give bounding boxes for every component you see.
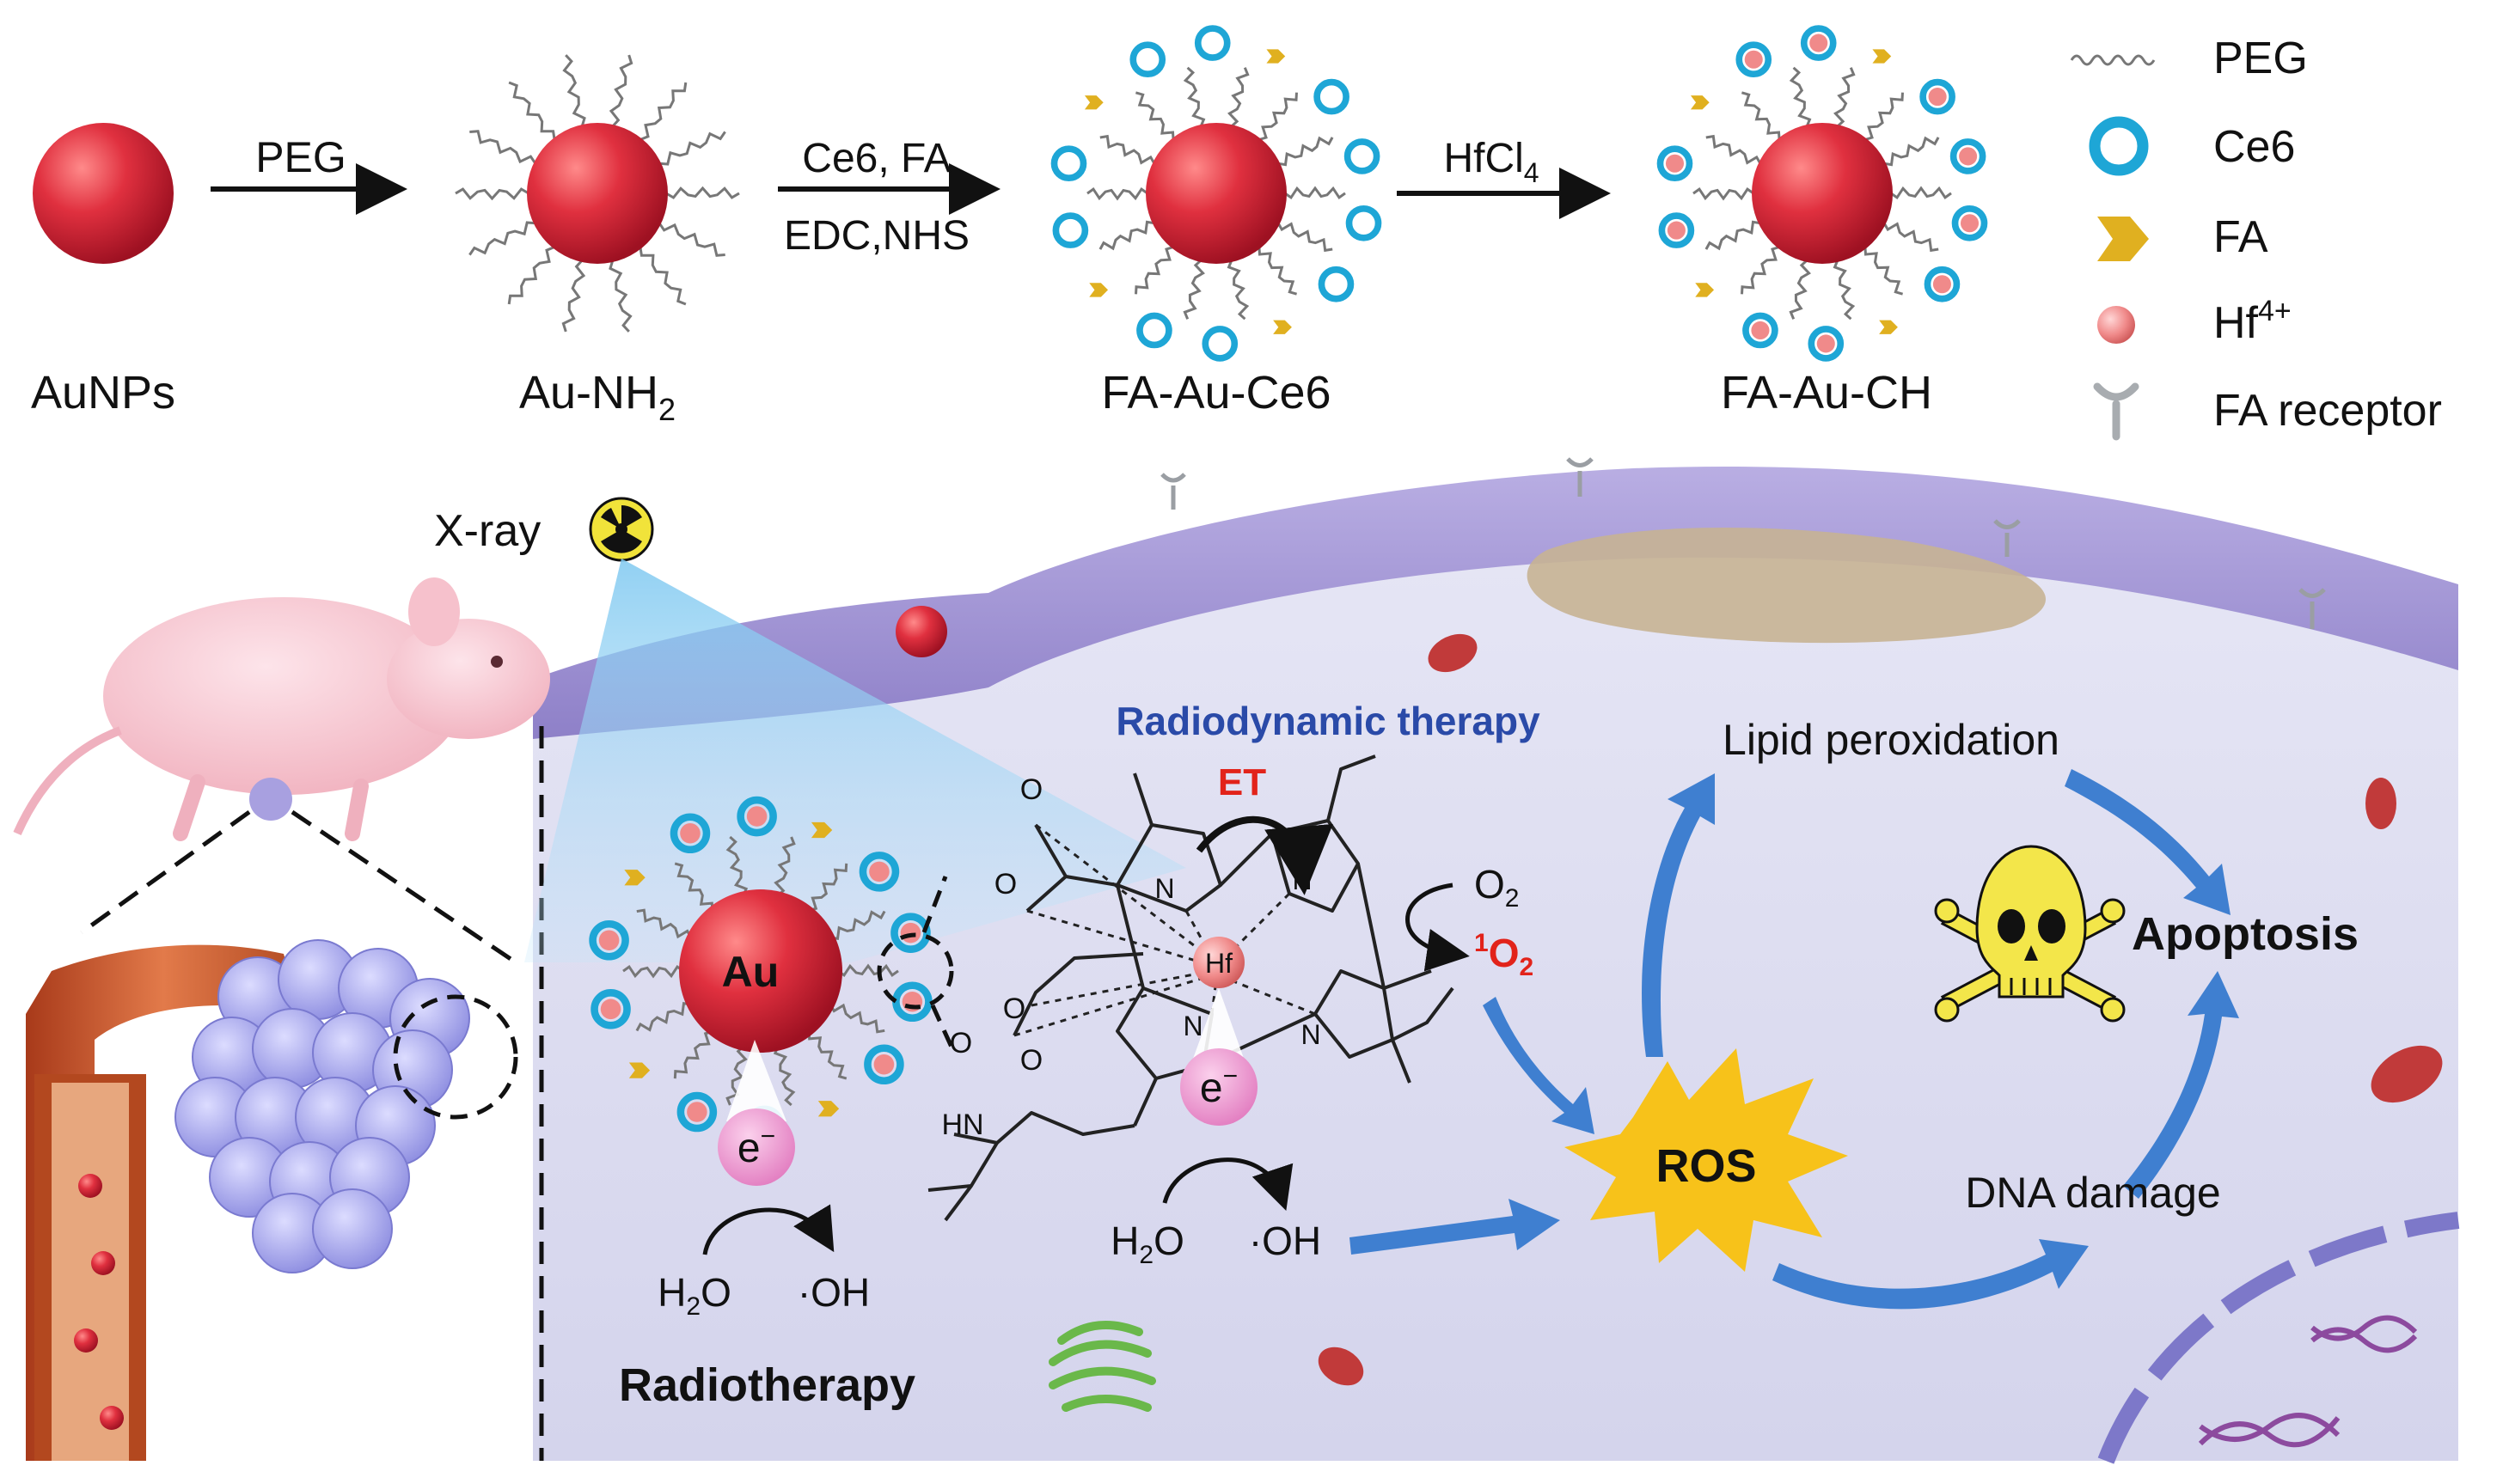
singlet-oxygen-label: 1O2	[1474, 929, 1533, 981]
fa-icon	[2097, 217, 2149, 261]
receptor-legend-icon	[2093, 382, 2139, 441]
arrow-ce6-fa-label-top: Ce6, FA	[802, 136, 951, 181]
ce6-icon	[2089, 116, 2149, 176]
au-emission-beam	[726, 1040, 786, 1121]
svg-text:O: O	[1003, 992, 1025, 1025]
fa-receptor-icon	[1160, 457, 2326, 629]
hf-electron: e−	[1180, 1048, 1258, 1126]
nucleus-envelope	[2097, 1212, 2460, 1464]
au-label: Au	[722, 948, 780, 996]
rt-h2o: H2O	[658, 1270, 731, 1321]
cell-region	[533, 457, 2460, 1464]
synthesis-row: AuNPs PEG Au-NH2 Ce6, FA EDC,NHS FA-Au-C…	[31, 25, 1988, 427]
arrow-peg-label: PEG	[255, 133, 346, 181]
svg-text:e−: e−	[737, 1122, 775, 1171]
arrow-hfcl4-label: HfCl4	[1443, 136, 1539, 188]
tumor-zoom-circle	[393, 994, 518, 1120]
svg-text:O: O	[994, 868, 1017, 901]
skull-crossbones-icon	[1934, 845, 2126, 1023]
cell-cytoplasm	[533, 510, 2458, 1461]
svg-text:ROS: ROS	[1655, 1140, 1756, 1192]
svg-text:N: N	[1292, 864, 1312, 895]
arrow-ce6-fa-label-bottom: EDC,NHS	[784, 213, 970, 259]
legend-receptor: FA receptor	[2213, 386, 2442, 436]
fa-au-ch-particle	[1656, 25, 1988, 362]
xray-label: X-ray	[434, 506, 541, 556]
aunp-sphere	[33, 123, 174, 264]
legend-ce6: Ce6	[2213, 122, 2295, 172]
lipid-peroxidation-label: Lipid peroxidation	[1723, 716, 2059, 764]
ros-burst: ROS	[1564, 1048, 1848, 1272]
mitochondria-icon	[1318, 633, 2443, 1386]
svg-text:O: O	[950, 1027, 972, 1060]
svg-text:e−: e−	[1200, 1062, 1238, 1111]
o2-label: O2	[1474, 862, 1519, 913]
radiotherapy-label: Radiotherapy	[619, 1359, 915, 1411]
svg-text:HN: HN	[941, 1108, 983, 1141]
au-nh2-particle	[455, 54, 740, 333]
rdt-oh: ·OH	[1249, 1218, 1321, 1263]
legend-peg: PEG	[2213, 34, 2308, 83]
svg-text:N: N	[1300, 1019, 1320, 1050]
rdt-reaction-arrow	[1162, 1157, 1294, 1211]
au-electron: e−	[718, 1108, 795, 1186]
hf-atom: Hf	[1193, 937, 1245, 988]
zoom-lines	[80, 726, 544, 1461]
cell-membrane	[533, 466, 2458, 739]
membrane-patch	[1527, 527, 2046, 644]
stage4-label: FA-Au-CH	[1721, 367, 1932, 418]
et-curved-arrow	[1196, 815, 1333, 895]
svg-text:O: O	[1020, 1044, 1043, 1077]
legend: PEG Ce6 FA Hf4+ FA receptor	[2070, 34, 2442, 441]
svg-text:O: O	[1020, 773, 1043, 806]
stage3-label: FA-Au-Ce6	[1101, 367, 1331, 418]
dna-icon	[2198, 1315, 2418, 1448]
rt-reaction-arrow	[702, 1204, 835, 1255]
svg-text:Hf: Hf	[1205, 948, 1233, 979]
au-nanoparticle-large: Au	[589, 796, 933, 1146]
golgi-icon	[1049, 1321, 1156, 1412]
membrane-nanoparticle	[896, 606, 947, 657]
fa-au-ce6-particle	[1050, 25, 1382, 362]
ce6-zoom-line-bottom	[930, 1004, 957, 1054]
peg-icon	[2070, 54, 2156, 66]
legend-fa: FA	[2213, 212, 2268, 262]
rdt-h2o: H2O	[1111, 1218, 1184, 1269]
pathway-arrows	[1349, 769, 2239, 1310]
apoptosis-label: Apoptosis	[2132, 908, 2359, 960]
mouse-illustration	[13, 577, 550, 841]
o2-conversion-arrow	[1405, 882, 1470, 972]
rt-oh: ·OH	[798, 1270, 870, 1315]
hf-emission-beam	[1190, 988, 1246, 1066]
hf-icon	[2097, 306, 2135, 344]
legend-hf: Hf4+	[2213, 295, 2292, 348]
ce6-zoom-line-top	[921, 876, 948, 933]
rdt-label: Radiodynamic therapy	[1116, 699, 1540, 743]
ce6-zoom-circle	[877, 932, 954, 1010]
stage2-label: Au-NH2	[519, 367, 676, 427]
xray-beam	[524, 559, 1186, 962]
et-label: ET	[1218, 761, 1266, 803]
tumor-cluster	[174, 939, 470, 1273]
blood-vessel	[26, 944, 301, 1461]
svg-text:N: N	[1183, 1011, 1202, 1041]
radiation-icon	[589, 497, 654, 562]
stage1-label: AuNPs	[31, 367, 175, 418]
dna-damage-label: DNA damage	[1965, 1169, 2220, 1217]
svg-text:N: N	[1154, 873, 1174, 904]
mouse-tumor	[249, 778, 292, 821]
